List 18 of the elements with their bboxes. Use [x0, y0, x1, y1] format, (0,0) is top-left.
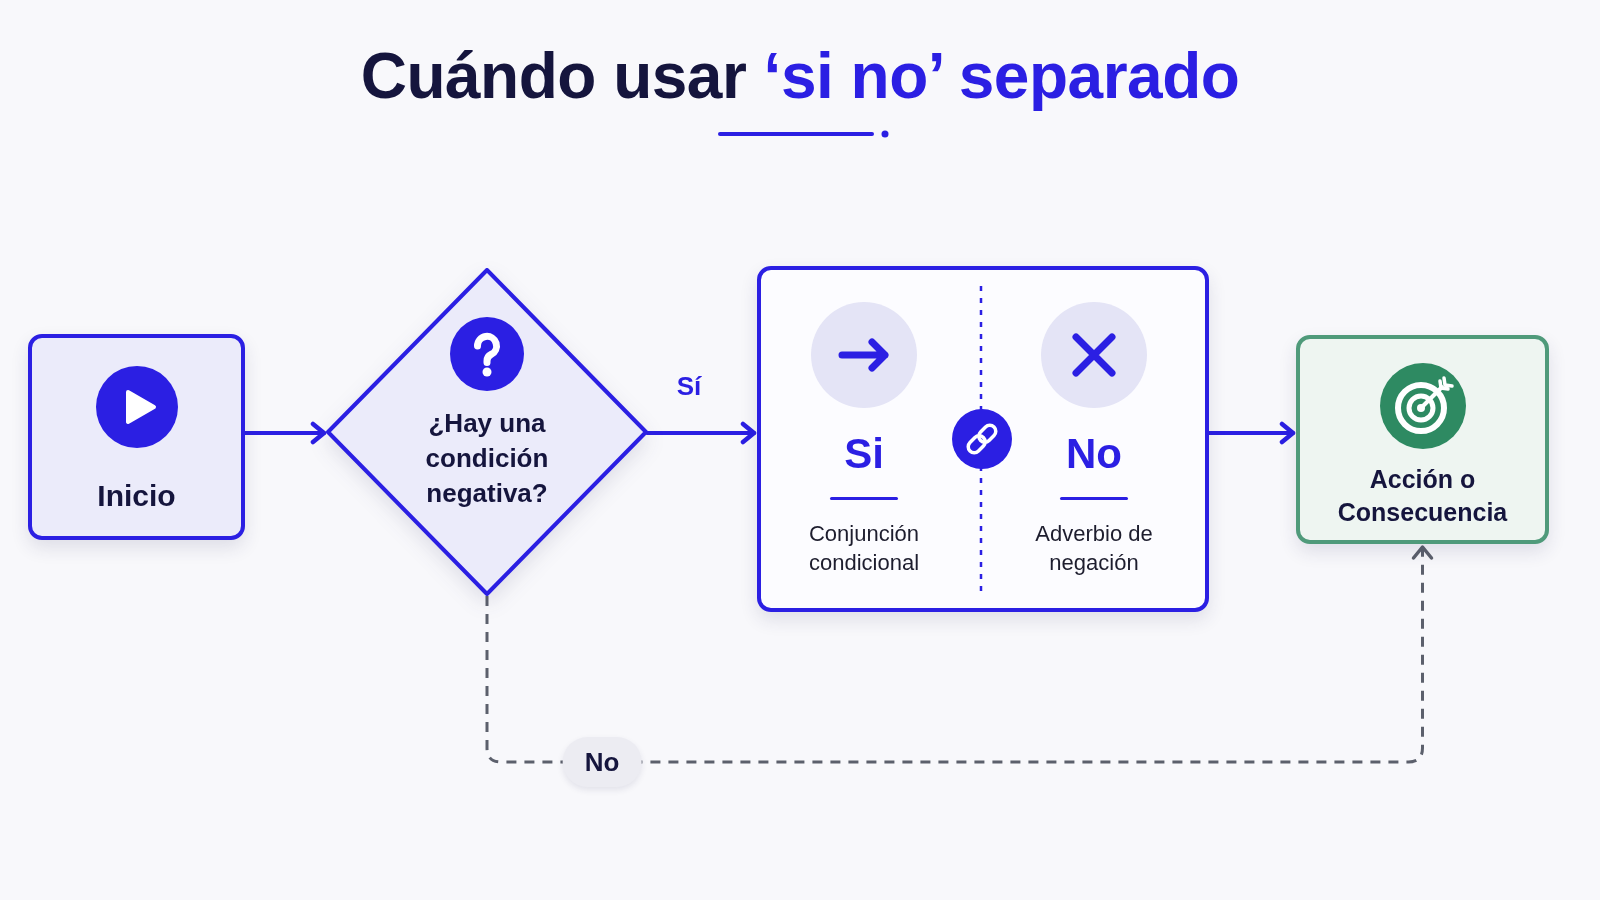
question-text: ¿Hay una condición negativa? [424, 407, 550, 510]
definition-panel [757, 266, 1209, 612]
decision-diamond [326, 268, 648, 596]
edge-label: No [562, 737, 642, 787]
result-box [1296, 335, 1549, 544]
diagram-title: Cuándo usar ‘si no’ separado [360, 40, 1240, 114]
flow-arrow [243, 421, 327, 445]
start-label: Inicio [97, 478, 176, 514]
edge-label: Sí [676, 371, 702, 401]
term-description: Conjunción condicional [807, 520, 921, 577]
term-word: No [1066, 430, 1122, 478]
term-word: Si [844, 430, 884, 478]
result-label: Acción o Consecuencia [1336, 464, 1509, 528]
flow-arrow [1207, 421, 1296, 445]
start-box [28, 334, 245, 540]
term-description: Adverbio de negación [1034, 520, 1154, 577]
dashed-arrow [485, 545, 1434, 764]
flow-arrow [645, 421, 757, 445]
